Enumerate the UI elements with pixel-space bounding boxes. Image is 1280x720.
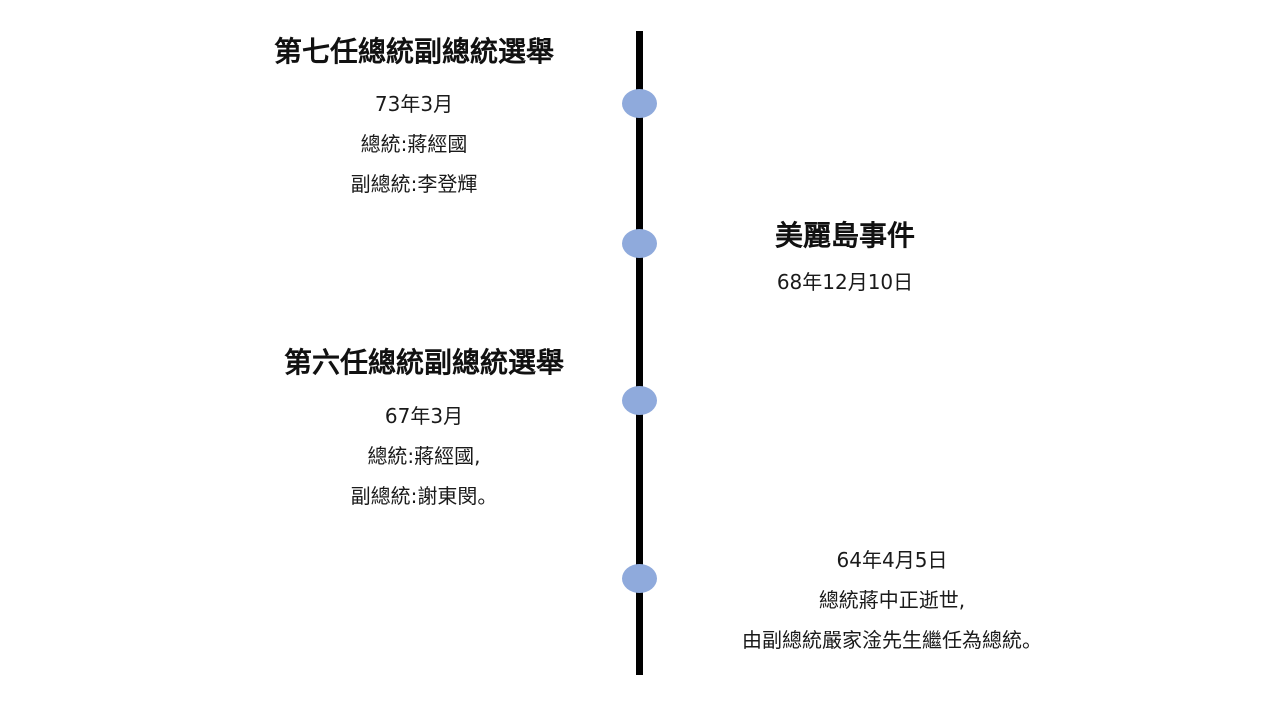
- event-sixth-election: 第六任總統副總統選舉 67年3月 總統:蔣經國, 副總統:謝東閔。: [224, 345, 624, 516]
- event-detail: 總統:蔣經國,: [367, 444, 481, 468]
- timeline-axis: [636, 31, 643, 675]
- event-date: 67年3月: [384, 404, 464, 428]
- timeline-marker-64-04: [622, 564, 657, 593]
- event-title: 第六任總統副總統選舉: [283, 346, 564, 379]
- event-date: 64年4月5日: [836, 548, 948, 572]
- event-formosa-incident: 美麗島事件 68年12月10日: [645, 218, 1045, 302]
- timeline-marker-73-03: [622, 89, 657, 118]
- timeline-marker-68-12: [622, 229, 657, 258]
- event-detail: 由副總統嚴家淦先生繼任為總統。: [742, 628, 1042, 652]
- event-title: 美麗島事件: [774, 219, 915, 252]
- event-detail: 總統:蔣經國: [360, 132, 468, 156]
- event-date: 73年3月: [374, 92, 454, 116]
- event-detail: 總統蔣中正逝世,: [818, 588, 966, 612]
- event-title: 第七任總統副總統選舉: [273, 35, 554, 68]
- event-date: 68年12月10日: [776, 270, 914, 294]
- event-detail: 副總統:李登輝: [350, 172, 478, 196]
- event-detail: 副總統:謝東閔。: [350, 484, 498, 508]
- event-seventh-election: 第七任總統副總統選舉 73年3月 總統:蔣經國 副總統:李登輝: [214, 34, 614, 204]
- timeline-marker-67-03: [622, 386, 657, 415]
- event-succession: 64年4月5日 總統蔣中正逝世, 由副總統嚴家淦先生繼任為總統。: [672, 540, 1112, 660]
